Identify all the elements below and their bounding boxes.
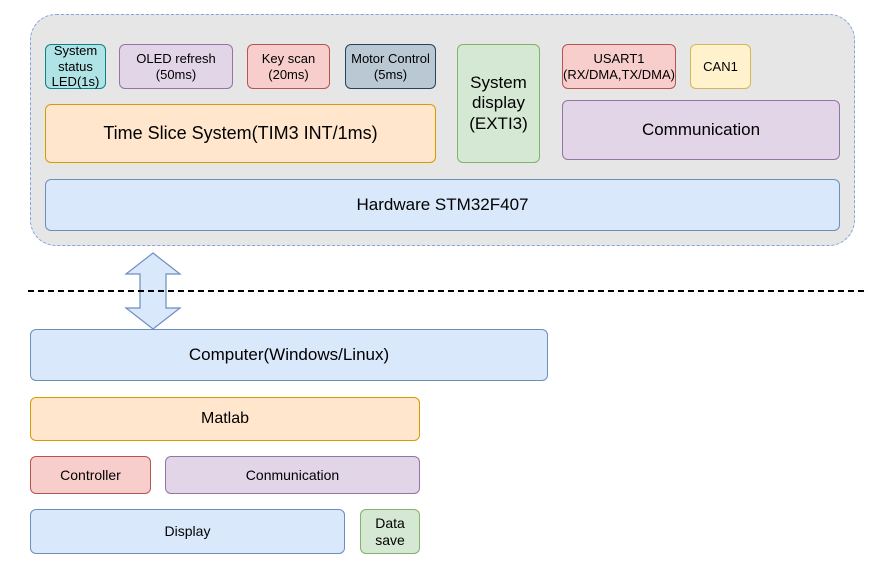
key-scan-block: Key scan (20ms)	[247, 44, 330, 89]
data-save-block: Data save	[360, 509, 420, 554]
computer-block: Computer(Windows/Linux)	[30, 329, 548, 381]
hardware-stm32f407-block: Hardware STM32F407	[45, 179, 840, 231]
time-slice-system-block: Time Slice System(TIM3 INT/1ms)	[45, 104, 436, 163]
communication-block: Communication	[562, 100, 840, 160]
controller-block: Controller	[30, 456, 151, 494]
system-status-led-block: System status LED(1s)	[45, 43, 106, 89]
dashed-separator	[28, 290, 864, 292]
can1-block: CAN1	[690, 44, 751, 89]
pc-communication-block: Conmunication	[165, 456, 420, 494]
motor-control-block: Motor Control (5ms)	[345, 44, 436, 89]
oled-refresh-block: OLED refresh (50ms)	[119, 44, 233, 89]
matlab-block: Matlab	[30, 397, 420, 441]
system-display-block: System display (EXTI3)	[457, 44, 540, 163]
usart1-block: USART1 (RX/DMA,TX/DMA)	[562, 44, 676, 89]
display-block: Display	[30, 509, 345, 554]
